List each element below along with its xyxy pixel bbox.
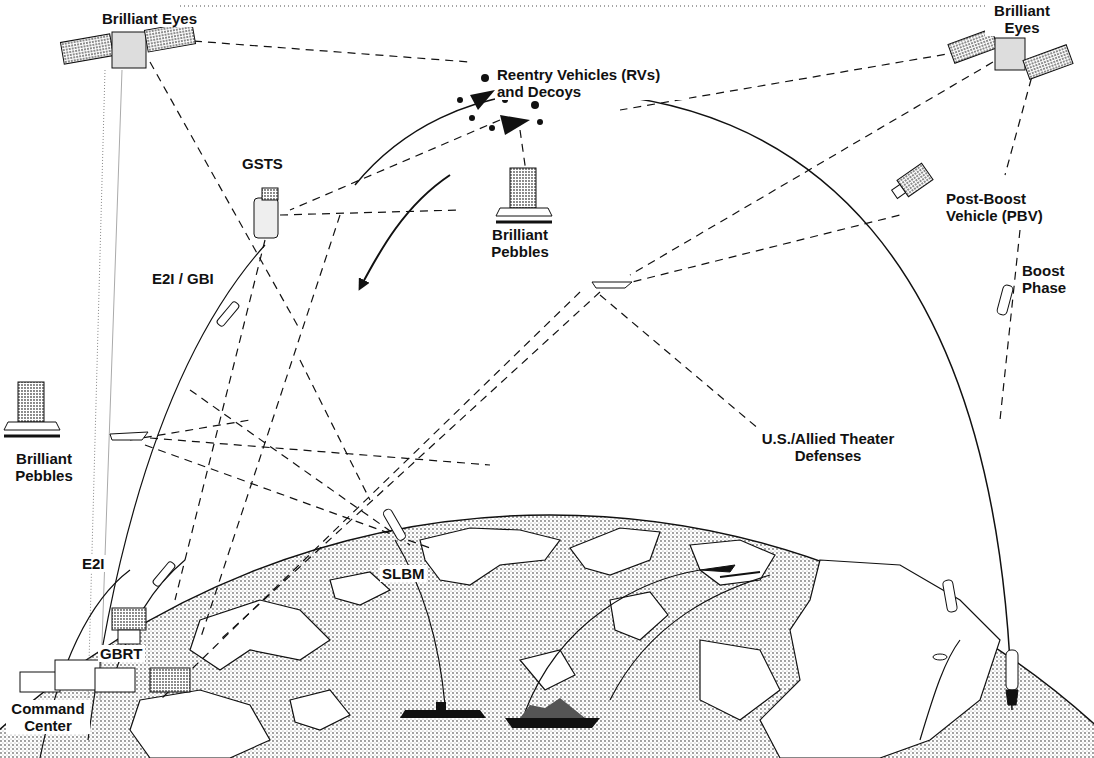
satellite-right (948, 29, 1073, 80)
ship (505, 718, 600, 728)
label: Brilliant Eyes (100, 10, 199, 27)
label: Brilliant Pebbles (2, 450, 86, 484)
submarine (400, 710, 486, 718)
satellite-left (60, 22, 195, 68)
gsts (254, 188, 278, 238)
label: Post-Boost Vehicle (PBV) (944, 190, 1058, 224)
label: E2I / GBI (150, 270, 216, 287)
label: Brilliant Eyes (985, 2, 1059, 36)
label: SLBM (380, 565, 427, 582)
label: Brilliant Pebbles (478, 226, 562, 260)
command-center (20, 660, 190, 692)
label: GBRT (98, 645, 145, 662)
links (130, 40, 1035, 700)
continents (130, 528, 1000, 758)
pebble-left (4, 382, 148, 440)
label: GSTS (240, 155, 285, 172)
label: Command Center (6, 700, 90, 734)
earth (0, 515, 1094, 758)
rockets (152, 284, 1018, 705)
gbrt (112, 608, 146, 644)
label: U.S./Allied Theater Defenses (736, 430, 920, 464)
label: E2I (80, 555, 107, 572)
label: Boost Phase (1020, 262, 1084, 296)
pbv (889, 163, 933, 202)
label: Reentry Vehicles (RVs) and Decoys (495, 66, 689, 100)
